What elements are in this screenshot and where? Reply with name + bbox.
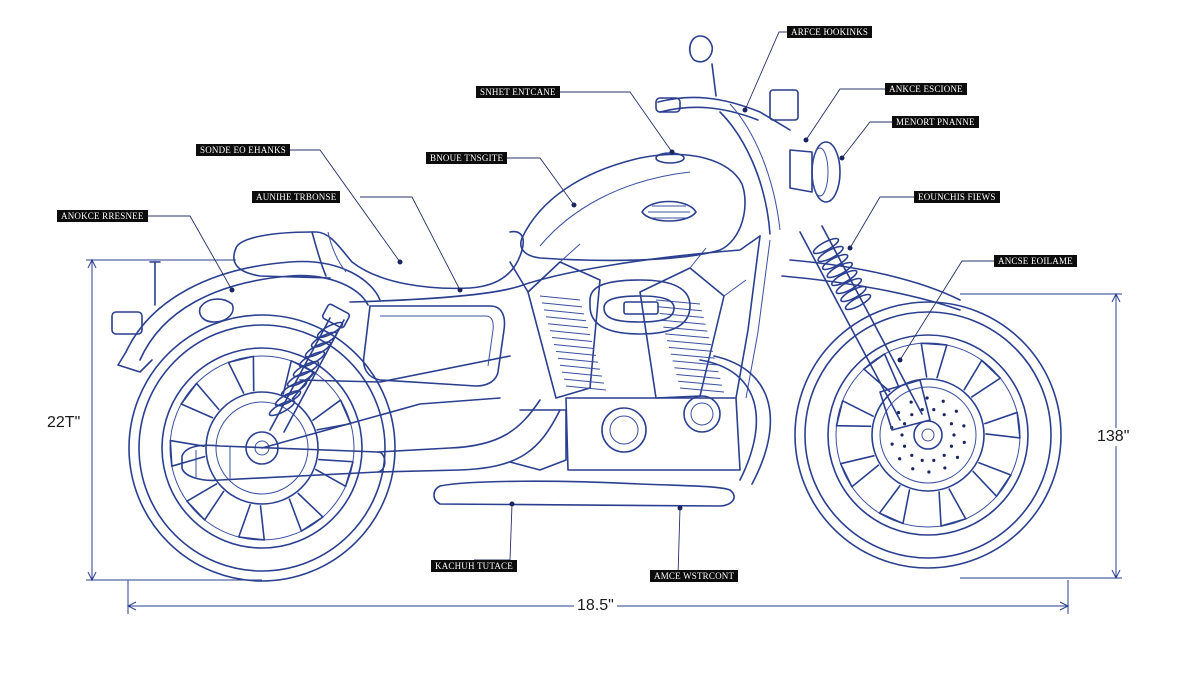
callout-label: ANOKCE RRESNEE	[57, 210, 148, 222]
engine	[509, 243, 747, 471]
dimension-height-rear: 22T"	[44, 414, 84, 432]
rear-fender	[111, 260, 381, 373]
headlight	[655, 35, 841, 235]
callout-label: ARFCE ЮOKINKS	[787, 26, 873, 38]
fuel-tank	[520, 152, 746, 262]
leader-lines	[138, 31, 994, 577]
dimension-lines	[86, 258, 1122, 614]
callout-label: ANCSE EOILAME	[994, 255, 1077, 267]
side-cover	[362, 305, 506, 387]
dimension-overall-length: 18.5"	[574, 597, 617, 615]
callout-label: SONDE EO EHANKS	[196, 144, 290, 156]
callout-label: EOUNCHIS FIEWS	[914, 191, 1000, 203]
callout-label: BNOUE TNSGITE	[426, 152, 508, 164]
dimension-height-front: 138"	[1094, 428, 1133, 446]
callout-label: AUNIHE TRBONSE	[252, 191, 341, 203]
exhaust	[181, 355, 772, 507]
front-fork	[781, 225, 961, 431]
callout-label: SNHET ENTCANE	[476, 86, 560, 98]
callout-label: MENORT PNANNE	[892, 116, 979, 128]
callout-label: ANKCE ESCIONE	[885, 83, 967, 95]
seat	[233, 230, 525, 290]
callout-label: KACHUH TUTACE	[431, 560, 517, 572]
frame	[261, 235, 771, 449]
callout-label: AMCE WSTRCONT	[650, 570, 739, 582]
front-wheel	[794, 301, 1062, 569]
rear-shock	[268, 303, 351, 433]
